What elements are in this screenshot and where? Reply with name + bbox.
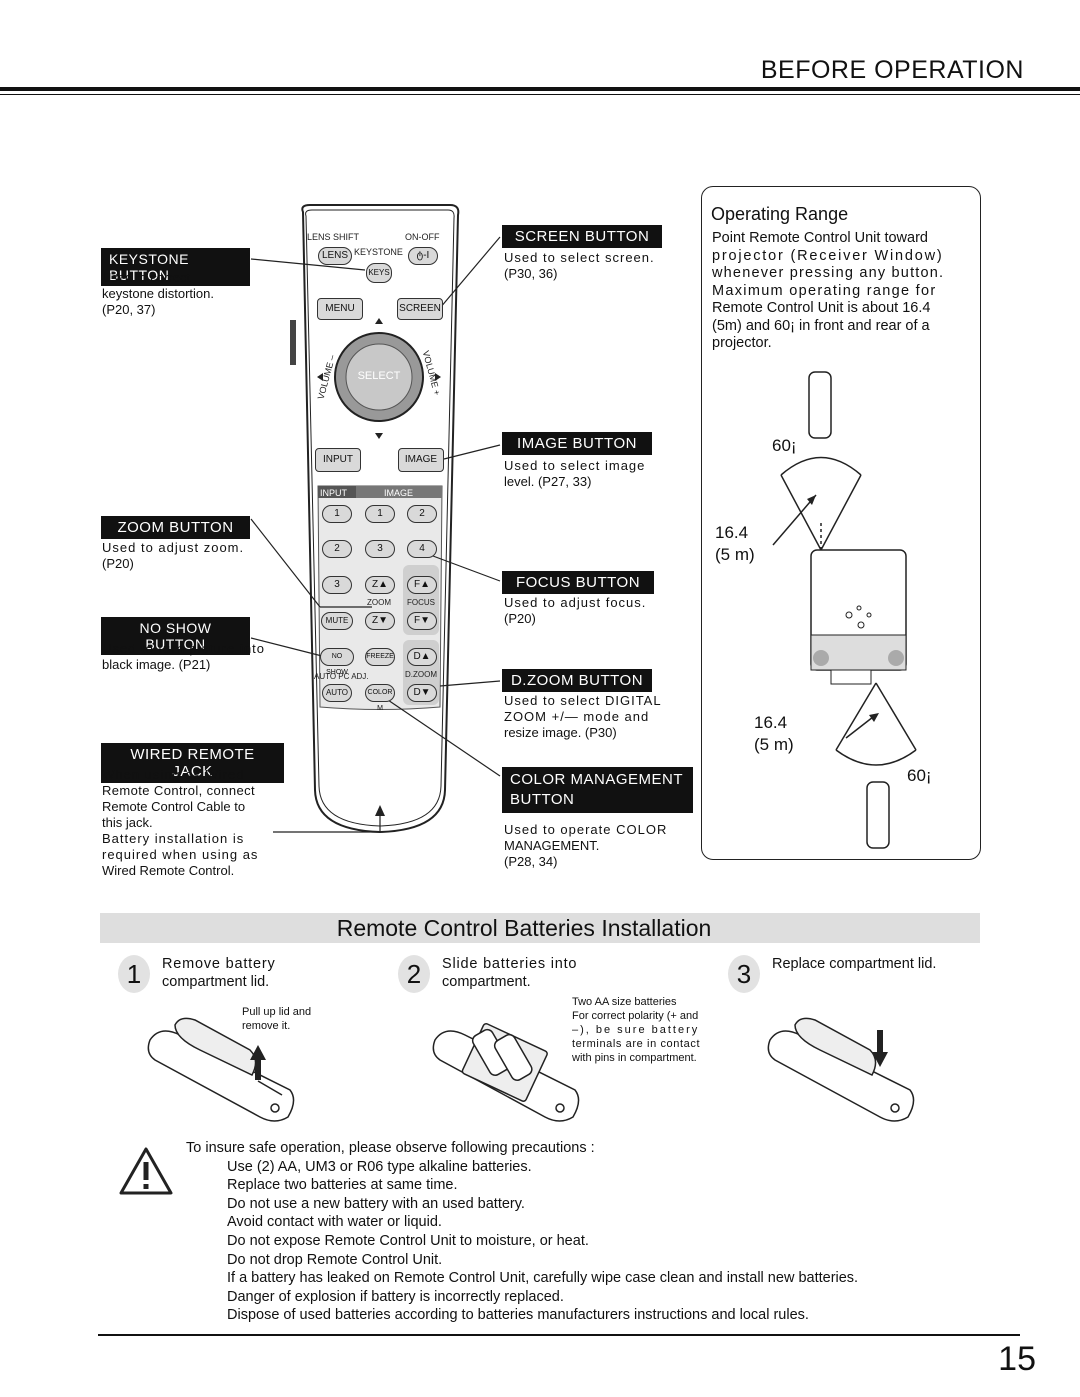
- keystone-callout-label: KEYSTONE BUTTON: [101, 248, 250, 286]
- range-distance-bottom: 16.4: [754, 713, 788, 732]
- range-distance-top-m: (5 m): [715, 545, 755, 564]
- operating-range-diagram: [772, 371, 917, 849]
- precaution-item: Do not expose Remote Control Unit to moi…: [227, 1232, 589, 1249]
- auto-button[interactable]: AUTO: [322, 684, 352, 702]
- image-2-button[interactable]: 2: [407, 505, 437, 523]
- range-angle-bottom: 60¡: [907, 766, 932, 785]
- header-rule: [0, 87, 1080, 91]
- wired-jack-callout-label: WIRED REMOTE JACK: [101, 743, 284, 783]
- color-m-button[interactable]: COLOR M: [365, 684, 395, 712]
- dzoom-label: D.ZOOM: [405, 670, 437, 679]
- select-button[interactable]: SELECT: [357, 370, 401, 382]
- step-1-number: 1: [118, 955, 150, 993]
- dzoom-down-button[interactable]: D▼: [407, 684, 437, 702]
- image-1-button[interactable]: 1: [365, 505, 395, 523]
- operating-range-box: [701, 186, 981, 860]
- image-tab-label: IMAGE: [384, 488, 414, 498]
- menu-button[interactable]: MENU: [317, 298, 363, 320]
- lens-button[interactable]: LENS: [318, 247, 352, 265]
- input-button[interactable]: INPUT: [315, 448, 361, 472]
- warning-icon: [119, 1147, 173, 1195]
- image-4-button[interactable]: 4: [407, 540, 437, 558]
- precaution-item: Avoid contact with water or liquid.: [227, 1214, 442, 1231]
- input-tab-label: INPUT: [320, 488, 347, 498]
- zoom-callout-label: ZOOM BUTTON: [101, 516, 250, 539]
- precaution-item: Do not drop Remote Control Unit.: [227, 1251, 443, 1268]
- footer-rule: [98, 1334, 1020, 1336]
- freeze-button[interactable]: FREEZE: [365, 648, 395, 666]
- image-3-button[interactable]: 3: [365, 540, 395, 558]
- focus-down-button[interactable]: F▼: [407, 612, 437, 630]
- lens-shift-label: LENS SHIFT: [307, 232, 360, 242]
- keystone-button[interactable]: KEYS: [366, 263, 392, 283]
- precaution-item: If a battery has leaked on Remote Contro…: [227, 1270, 859, 1287]
- operating-range-text: Point Remote Control Unit toward project…: [712, 230, 945, 351]
- precaution-item: Do not use a new battery with an used ba…: [227, 1195, 525, 1212]
- step-3-text: Replace compartment lid.: [772, 956, 937, 972]
- page-number: 15: [998, 1340, 1036, 1378]
- dzoom-callout-label: D.ZOOM BUTTON: [502, 669, 652, 692]
- focus-up-button[interactable]: F▲: [407, 576, 437, 594]
- step-3-number: 3: [728, 955, 760, 993]
- precaution-item: Dispose of used batteries according to b…: [227, 1307, 809, 1324]
- zoom-down-button[interactable]: Z▼: [365, 612, 395, 630]
- precautions-list: To insure safe operation, please observe…: [186, 1139, 858, 1325]
- precaution-item: Use (2) AA, UM3 or R06 type alkaline bat…: [227, 1158, 532, 1175]
- step-2-number: 2: [398, 955, 430, 993]
- header-rule-thin: [0, 94, 1080, 95]
- range-distance-top: 16.4: [715, 523, 749, 542]
- input-3-button[interactable]: 3: [322, 576, 352, 594]
- screen-callout-label: SCREEN BUTTON: [502, 225, 662, 248]
- no-show-button[interactable]: NO SHOW: [320, 648, 354, 676]
- zoom-up-button[interactable]: Z▲: [365, 576, 395, 594]
- focus-callout-label: FOCUS BUTTON: [502, 571, 654, 594]
- power-button[interactable]: ტ-I: [408, 247, 438, 265]
- keystone-label: KEYSTONE: [354, 247, 403, 257]
- batteries-section-bar: Remote Control Batteries Installation: [100, 913, 980, 943]
- precaution-item: Replace two batteries at same time.: [227, 1177, 458, 1194]
- operating-range-title: Operating Range: [711, 204, 849, 224]
- batteries-section-title: Remote Control Batteries Installation: [336, 915, 712, 941]
- precautions-intro: To insure safe operation, please observe…: [186, 1140, 595, 1156]
- screen-button[interactable]: SCREEN: [397, 298, 443, 320]
- no-show-callout-label: NO SHOW BUTTON: [101, 617, 250, 655]
- zoom-callout-desc: Used to adjust zoom.(P20): [102, 540, 245, 571]
- focus-label: FOCUS: [407, 598, 435, 607]
- image-button[interactable]: IMAGE: [398, 448, 444, 472]
- zoom-label: ZOOM: [367, 598, 391, 607]
- image-callout-label: IMAGE BUTTON: [502, 432, 652, 455]
- battery-step-illustrations: [147, 1017, 915, 1122]
- range-angle-top: 60¡: [772, 436, 797, 455]
- input-1-button[interactable]: 1: [322, 505, 352, 523]
- dzoom-up-button[interactable]: D▲: [407, 648, 437, 666]
- input-2-button[interactable]: 2: [322, 540, 352, 558]
- section-header: BEFORE OPERATION: [760, 56, 1024, 84]
- focus-callout-desc: Used to adjust focus.(P20): [504, 595, 647, 626]
- on-off-label: ON-OFF: [405, 232, 440, 242]
- mute-button[interactable]: MUTE: [321, 612, 353, 630]
- range-distance-bottom-m: (5 m): [754, 735, 794, 754]
- auto-pc-adj-label: AUTO PC ADJ.: [314, 672, 369, 681]
- precaution-item: Danger of explosion if battery is incorr…: [227, 1288, 564, 1305]
- screen-callout-desc: Used to select screen.(P30, 36): [504, 250, 655, 281]
